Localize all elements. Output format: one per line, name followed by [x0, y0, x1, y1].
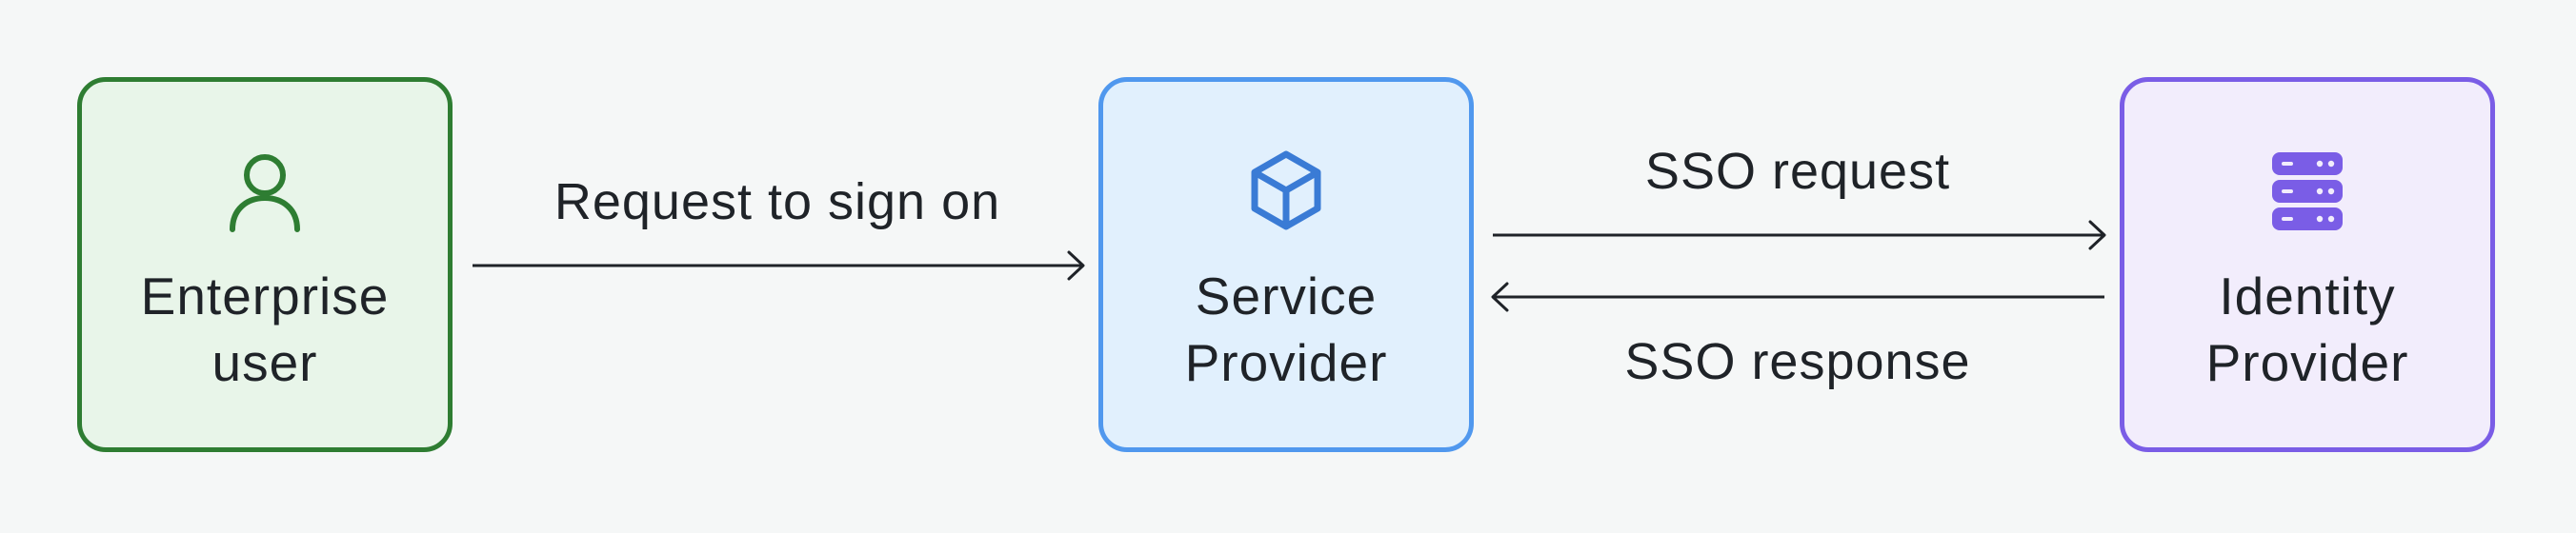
- cube-icon: [1241, 147, 1331, 236]
- node-identity-provider: Identity Provider: [2120, 77, 2495, 452]
- node-label-line-2: Provider: [1184, 333, 1388, 392]
- node-label-line-2: user: [211, 333, 318, 392]
- edge-label-sso-request: SSO request: [1644, 143, 1951, 200]
- arrowhead-user-to-sp: [1067, 250, 1085, 281]
- node-service-provider: Service Provider: [1098, 77, 1474, 452]
- node-label-enterprise-user: Enterprise user: [82, 263, 448, 396]
- node-label-service-provider: Service Provider: [1103, 263, 1469, 396]
- arrowhead-idp-to-sp: [1491, 282, 1509, 312]
- node-label-line-2: Provider: [2205, 333, 2409, 392]
- node-label-identity-provider: Identity Provider: [2124, 263, 2490, 396]
- node-label-line-1: Service: [1195, 266, 1378, 326]
- person-icon: [220, 147, 310, 236]
- arrowhead-sp-to-idp: [2088, 220, 2106, 250]
- edge-label-request-sign-on: Request to sign on: [553, 173, 1001, 230]
- edge-label-sso-response: SSO response: [1624, 333, 1971, 390]
- node-enterprise-user: Enterprise user: [77, 77, 453, 452]
- node-label-line-1: Enterprise: [140, 266, 390, 326]
- server-stack-icon: [2263, 147, 2352, 236]
- node-label-line-1: Identity: [2219, 266, 2396, 326]
